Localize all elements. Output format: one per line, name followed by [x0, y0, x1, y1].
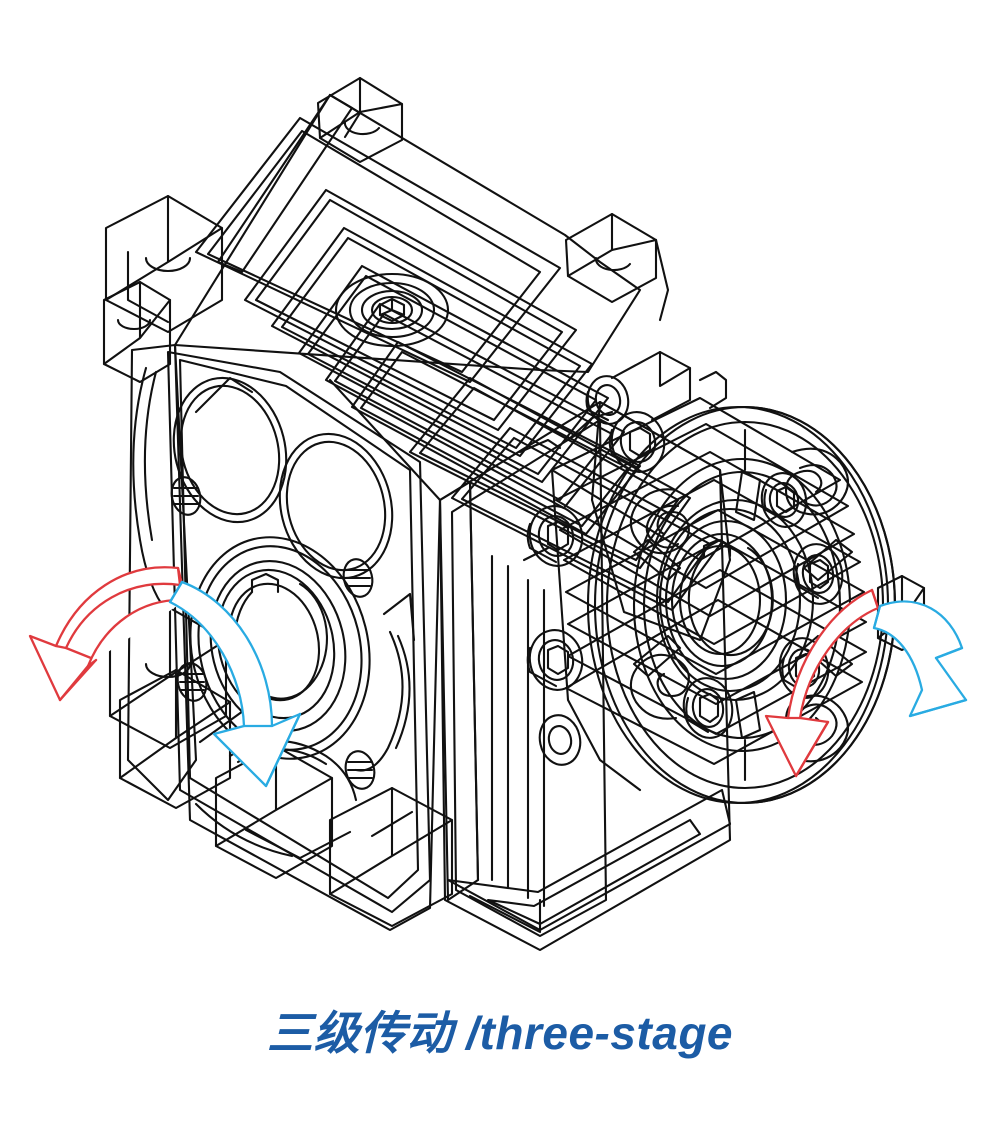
flange-hex-bolts [682, 472, 844, 739]
left-face-group [126, 343, 442, 932]
gearbox-line-art-svg [28, 76, 968, 952]
mounting-features-group [102, 194, 454, 928]
caption-container: 三级传动 /three-stage [0, 1008, 1000, 1059]
figure-caption: 三级传动 /three-stage [266, 1007, 734, 1059]
flange-spokes [629, 428, 854, 782]
output-rotation-arrow-blue-right [872, 600, 968, 718]
threaded-holes [170, 476, 376, 790]
front-right-face-group [438, 400, 732, 952]
top-face-group [173, 76, 724, 612]
gearbox-illustration [28, 76, 968, 952]
input-rotation-arrow-red-left [28, 566, 188, 702]
gearbox-body-linework [102, 76, 926, 952]
output-rotation-arrow-red-right [764, 588, 880, 778]
input-rotation-arrow-blue-left [168, 580, 302, 788]
